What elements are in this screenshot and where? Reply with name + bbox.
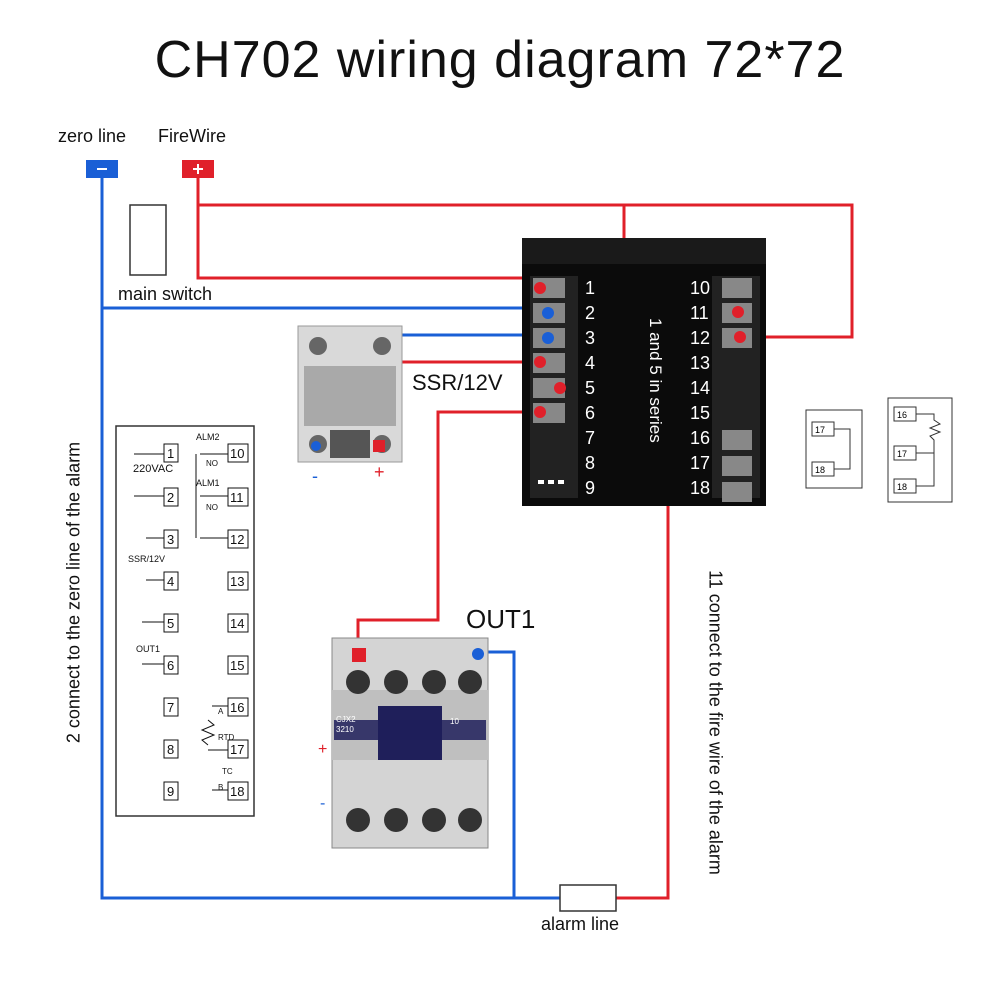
zero-line-label: zero line [58,126,127,146]
terminal-14: 14 [690,378,710,398]
alarm-line-component [559,884,617,912]
zero-line-terminal [86,160,118,178]
terminal-7: 7 [585,428,595,448]
sensor2-18: 18 [815,465,825,475]
sensor3-16: 16 [897,410,907,420]
sensor2-17: 17 [815,425,825,435]
schematic-tc: TC [222,767,233,776]
terminal-3: 3 [585,328,595,348]
terminal-5: 5 [585,378,595,398]
terminal-10: 10 [690,278,710,298]
svg-text:11: 11 [230,490,244,505]
left-vertical-note: 2 connect to the zero line of the alarm [63,441,84,744]
ssr-module [297,325,403,463]
right-vertical-note: 11 connect to the fire wire of the alarm [705,570,726,875]
svg-text:18: 18 [230,784,244,799]
svg-text:3: 3 [167,532,174,547]
main-switch [129,204,167,276]
sensor-box-two-wire: 17 18 [805,409,863,489]
out1-label: OUT1 [466,604,536,634]
ssr-plus-label: + [374,462,385,482]
svg-text:13: 13 [230,574,244,589]
schematic-no-2: NO [206,503,218,512]
schematic-ssr: SSR/12V [128,554,165,564]
contactor-code: 10 [450,717,459,726]
svg-text:7: 7 [167,700,174,715]
right-screws [722,278,752,502]
contactor-minus: - [320,795,325,812]
svg-text:8: 8 [167,742,174,757]
schematic-b: B [218,783,223,792]
terminal-8: 8 [585,453,595,473]
schematic-a: A [218,707,224,716]
contactor-model: CJX2 [336,715,356,724]
terminal-15: 15 [690,403,710,423]
svg-text:15: 15 [230,658,244,673]
svg-text:16: 16 [230,700,244,715]
contactor-model-num: 3210 [336,725,354,734]
schematic-no-1: NO [206,459,218,468]
firewire-terminal [182,160,214,178]
terminal-2: 2 [585,303,595,323]
sensor3-17: 17 [897,449,907,459]
controller-terminal-numbers: 1 2 3 4 5 6 7 8 9 10 11 12 13 14 15 16 1… [585,278,710,498]
svg-text:4: 4 [167,574,174,589]
schematic-out1: OUT1 [136,644,160,654]
svg-text:2: 2 [167,490,174,505]
svg-text:17: 17 [230,742,244,757]
alarm-line-label: alarm line [541,914,620,934]
terminal-16: 16 [690,428,710,448]
schematic-voltage: 220VAC [133,463,173,475]
terminal-12: 12 [690,328,710,348]
sensor3-18: 18 [897,482,907,492]
contactor-plus: + [318,741,327,758]
svg-text:6: 6 [167,658,174,673]
ssr-label: SSR/12V [412,370,503,395]
schematic-rtd: RTD [218,733,235,742]
svg-text:9: 9 [167,784,174,799]
svg-text:1: 1 [167,446,174,461]
left-screws [533,278,566,484]
terminal-18: 18 [690,478,710,498]
schematic-panel: 220VAC ALM2 ALM1 NO NO SSR/12V OUT1 A RT… [115,425,255,817]
terminal-9: 9 [585,478,595,498]
series-note: 1 and 5 in series [646,318,665,443]
sensor-box-three-wire: 16 17 18 [887,397,953,503]
contactor: CJX2 3210 10 [331,637,489,849]
terminal-11: 11 [690,303,709,323]
svg-text:10: 10 [230,446,244,461]
svg-text:14: 14 [230,616,244,631]
svg-text:12: 12 [230,532,244,547]
svg-text:5: 5 [167,616,174,631]
schematic-alm2: ALM2 [196,432,220,442]
ssr-minus-label: - [312,466,318,486]
terminal-6: 6 [585,403,595,423]
terminal-17: 17 [690,453,710,473]
terminal-1: 1 [585,278,595,298]
main-switch-label: main switch [118,284,213,304]
schematic-alm1: ALM1 [196,478,220,488]
page-title: CH702 wiring diagram 72*72 [154,31,846,89]
terminal-13: 13 [690,353,710,373]
firewire-label: FireWire [158,126,226,146]
terminal-4: 4 [585,353,595,373]
